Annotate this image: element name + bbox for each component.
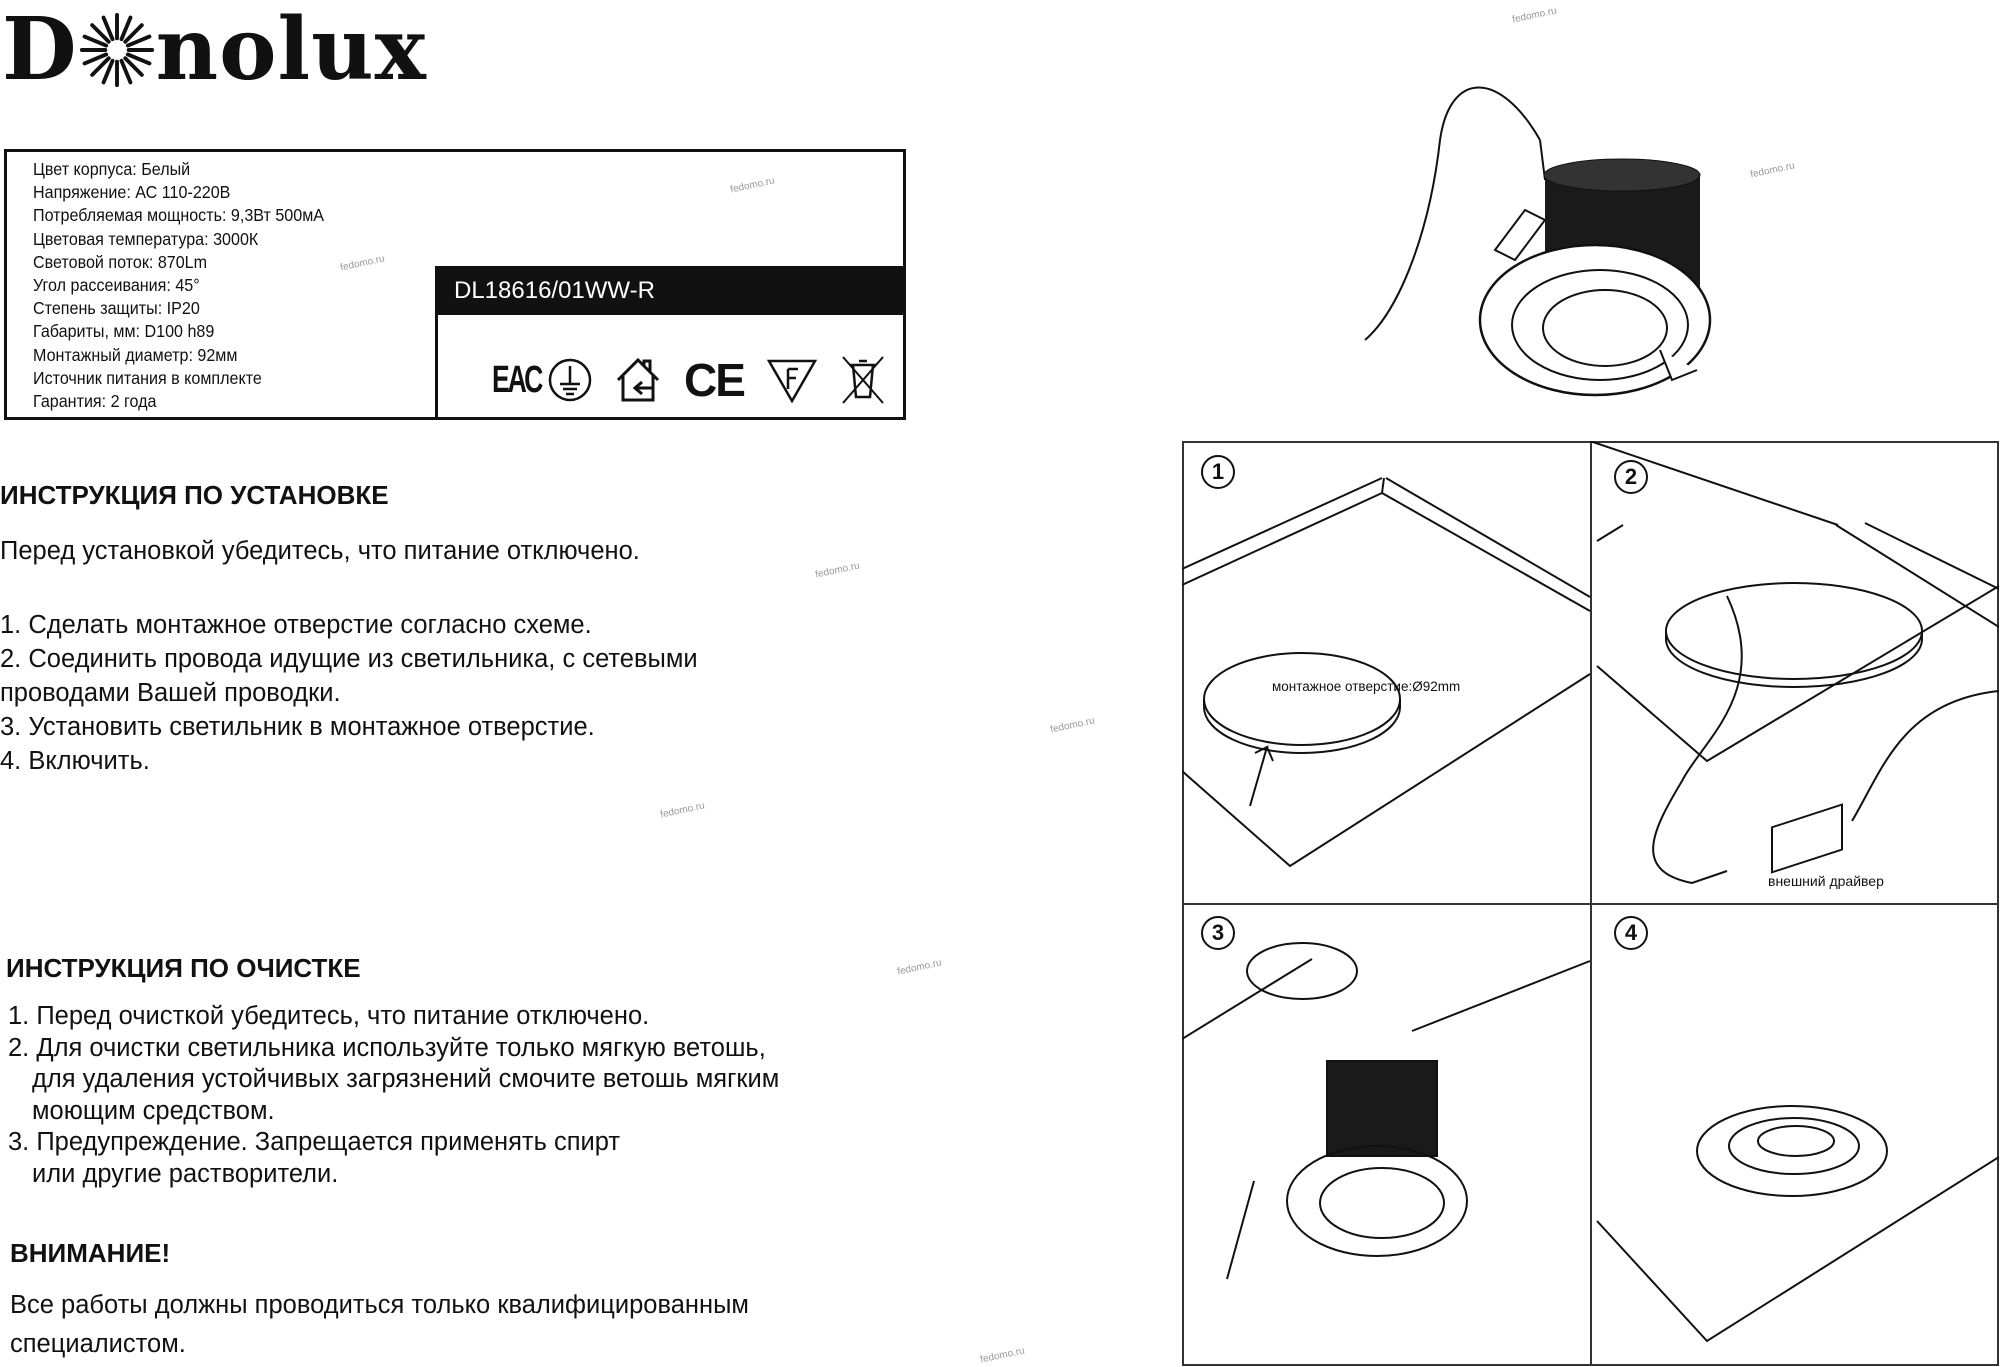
sun-ray [89,22,111,44]
install-step: 2. Соединить провода идущие из светильни… [0,645,698,673]
step-4-badge: 4 [1614,916,1648,950]
spec-line: Монтажный диаметр: 92мм [33,344,238,365]
watermark: fedomo.ru [1511,5,1558,26]
watermark: fedomo.ru [896,957,943,978]
install-step: 1. Сделать монтажное отверстие согласно … [0,611,592,639]
watermark: fedomo.ru [1049,715,1096,736]
warning-text: Все работы должны проводиться только ква… [10,1286,749,1364]
warning-heading: ВНИМАНИЕ! [10,1238,171,1268]
model-number: DL18616/01WW-R [438,266,906,315]
sun-ray [89,55,111,77]
model-panel: DL18616/01WW-R ЕАС CE [435,266,906,417]
cleaning-steps: 1. Перед очисткой убедитесь, что питание… [8,1001,779,1190]
crossed-bin-icon [842,356,884,404]
certification-marks: ЕАС CE [438,315,906,407]
spec-line: Световой поток: 870Lm [33,251,208,272]
install-step: 4. Включить. [0,747,150,775]
sun-ray [101,58,115,84]
indoor-use-icon [616,357,660,402]
logo-letters: nolux [155,0,427,100]
cleaning-line: для удаления устойчивых загрязнений смоч… [32,1065,780,1093]
watermark: fedomo.ru [979,1345,1026,1366]
step-3-badge: 3 [1201,916,1235,950]
brand-logo: D nolux [2,2,427,97]
install-step: 3. Установить светильник в монтажное отв… [0,713,595,741]
install-steps: 1. Сделать монтажное отверстие согласно … [0,608,698,778]
sun-ray [101,15,115,41]
spec-line: Угол рассеивания: 45° [33,275,200,296]
cleaning-line: моющим средством. [32,1096,275,1125]
cleaning-line: или другие растворители. [32,1159,339,1188]
hole-label: монтажное отверстие:Ø92mm [1272,679,1461,694]
ce-mark-icon: CE [684,354,746,406]
cleaning-line: 2. Для очистки светильника используйте т… [8,1033,766,1062]
warning-line: Все работы должны проводиться только ква… [10,1291,749,1319]
driver-label: внешний драйвер [1768,873,1884,889]
sun-burst-icon [79,12,154,87]
sun-ray [82,52,108,65]
sun-ray [119,15,132,41]
cleaning-line: 1. Перед очисткой убедитесь, что питание… [8,1002,650,1030]
sun-ray [122,55,144,77]
spec-line: Степень защиты: IP20 [33,298,200,319]
spec-line: Напряжение: АС 110-220В [33,182,231,203]
spec-line: Источник питания в комплекте [33,367,262,388]
watermark: fedomo.ru [1749,160,1796,181]
ground-symbol-icon [548,358,592,402]
logo-letter: D [2,0,78,100]
warning-line: специалистом. [10,1330,186,1358]
watermark: fedomo.ru [814,560,861,581]
cleaning-heading: ИНСТРУКЦИЯ ПО ОЧИСТКЕ [6,953,361,983]
install-step: проводами Вашей проводки. [0,679,341,707]
sun-ray [125,52,151,65]
sun-ray [125,34,151,47]
spec-line: Цветовая температура: 3000К [33,228,259,249]
downlight-illustration [1364,86,1712,397]
sun-ray [122,22,144,44]
cleaning-line: 3. Предупреждение. Запрещается применять… [8,1128,621,1156]
spec-line: Цвет корпуса: Белый [33,159,191,179]
sun-ray [119,58,132,84]
watermark: fedomo.ru [659,800,706,821]
eac-mark-icon: ЕАС [492,358,543,401]
f-triangle-icon [766,359,818,403]
step-1-badge: 1 [1201,455,1235,489]
spec-line: Гарантия: 2 года [33,391,157,412]
install-heading: ИНСТРУКЦИЯ ПО УСТАНОВКЕ [0,480,389,510]
spec-line: Габариты, мм: D100 h89 [33,321,215,342]
step-2-badge: 2 [1614,460,1648,494]
diagram-divider [1182,903,1999,905]
install-intro: Перед установкой убедитесь, что питание … [0,537,640,565]
diagram-drawings [1182,441,1999,1343]
spec-line: Потребляемая мощность: 9,3Вт 500мА [33,205,325,226]
sun-ray [82,34,108,47]
